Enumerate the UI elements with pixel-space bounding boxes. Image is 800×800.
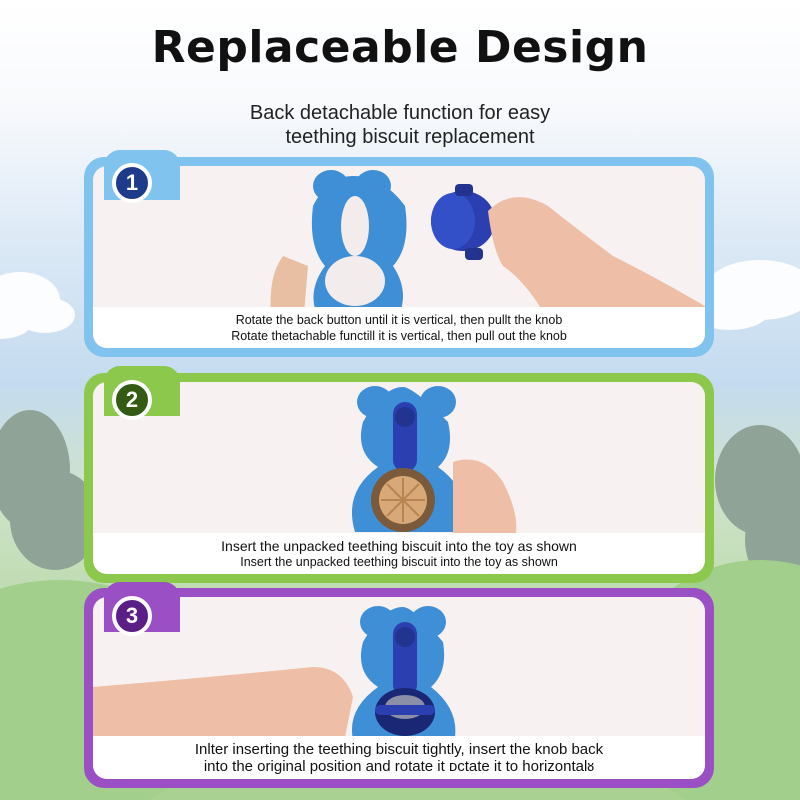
arm xyxy=(93,667,353,747)
step-1-photo-area: Rotate the back button until it is verti… xyxy=(93,166,705,348)
cloud-left xyxy=(0,272,75,339)
page-title: Replaceable Design xyxy=(151,22,649,73)
step-2-caption: Insert the unpacked teething biscuit int… xyxy=(93,533,705,574)
bear-toy-front xyxy=(311,170,407,326)
step-2-panel: Insert the unpacked teething biscuit int… xyxy=(84,373,714,583)
step-3-panel: Inlter inserting the teething biscuit ti… xyxy=(84,588,714,788)
step-1-panel: Rotate the back button until it is verti… xyxy=(84,157,714,357)
bear-toy-with-biscuit xyxy=(351,386,466,532)
step-2-number-badge: 2 xyxy=(112,380,152,420)
step-3-caption-line-2: into the original position and rotate it… xyxy=(203,758,595,775)
bear-toy-assembled xyxy=(351,606,456,747)
step-2-caption-line-2: Insert the unpacked teething biscuit int… xyxy=(240,555,558,569)
step-3-caption: Inlter inserting the teething biscuit ti… xyxy=(93,736,705,779)
step-3-photo-area: Inlter inserting the teething biscuit ti… xyxy=(93,597,705,779)
step-1-number-badge: 1 xyxy=(112,163,152,203)
holding-hand xyxy=(453,459,517,542)
detached-knob xyxy=(431,184,495,260)
step-3-number-badge: 3 xyxy=(112,596,152,636)
subtitle-line-1: Back detachable function for easy xyxy=(249,102,551,124)
step-3-illustration xyxy=(93,606,456,747)
page-subtitle: Back detachable function for easy teethi… xyxy=(0,101,800,149)
subtitle-line-2: teething biscuit replacement xyxy=(285,126,535,148)
step-2-illustration xyxy=(351,386,517,542)
step-1-caption-line-1: Rotate the back button until it is verti… xyxy=(235,313,563,327)
step-3-caption-line-1: Inlter inserting the teething biscuit ti… xyxy=(194,741,604,758)
step-2-photo-area: Insert the unpacked teething biscuit int… xyxy=(93,382,705,574)
trees xyxy=(0,410,800,590)
step-2-caption-line-1: Insert the unpacked teething biscuit int… xyxy=(221,538,577,554)
step-1-caption-line-2: Rotate thetachable functill it is vertic… xyxy=(231,329,567,343)
step-1-caption: Rotate the back button until it is verti… xyxy=(93,307,705,348)
